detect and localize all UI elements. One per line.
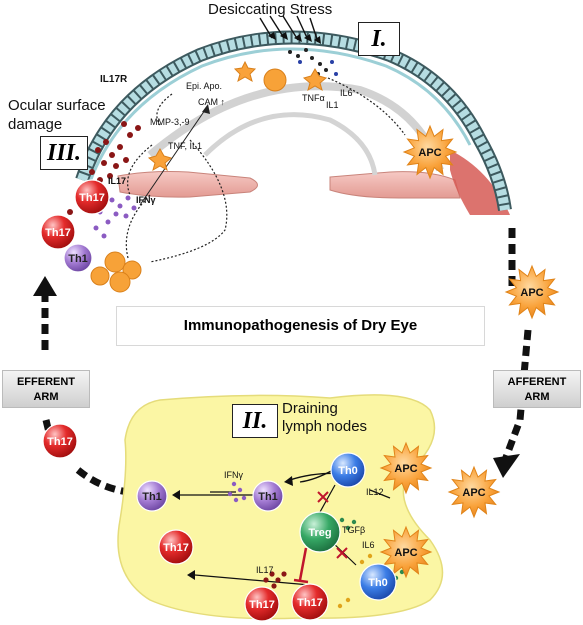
- th1-label: Th1: [258, 491, 278, 503]
- th17-label: Th17: [249, 599, 275, 611]
- th17-eye-1: Th17: [74, 179, 110, 215]
- tnfa-label: TNFα: [302, 93, 325, 103]
- apc-label: APC: [418, 147, 441, 159]
- muscle-tissue: [450, 150, 510, 215]
- il17-dots-node: [263, 571, 287, 589]
- apc-node-top: APC: [379, 441, 433, 495]
- damage-label: Ocular surface damage: [8, 97, 106, 133]
- afferent-arm: AFFERENT ARM: [493, 370, 581, 408]
- th1-node-left: Th1: [136, 480, 168, 512]
- th17-node-left: Th17: [158, 529, 194, 565]
- afferent-path-bottom: [501, 329, 532, 462]
- th0-label: Th0: [368, 577, 388, 589]
- apc-label: APC: [394, 463, 417, 475]
- th17-label: Th17: [163, 542, 189, 554]
- block-marks: [317, 491, 348, 559]
- ifng-label-eye: IFNγ: [136, 195, 156, 205]
- epi-apo-label: Epi. Apo.: [186, 81, 223, 91]
- efferent-arrowhead: [33, 276, 57, 296]
- right-lid: [329, 171, 461, 199]
- apc-node-bottom: APC: [379, 525, 433, 579]
- apc-label: APC: [394, 547, 417, 559]
- apc-cornea: APC: [402, 124, 458, 180]
- il6-dots: [337, 553, 373, 609]
- treg-inhibition: [293, 547, 309, 584]
- il6-label-eye: IL6: [340, 88, 353, 98]
- cam-arrowhead: [202, 104, 210, 114]
- small-apc-2: [302, 67, 328, 92]
- th1-label: Th1: [68, 253, 88, 265]
- th17-label: Th17: [297, 597, 323, 609]
- il17-label-eye: IL17: [108, 176, 127, 186]
- th0-node-bottom: Th0: [359, 563, 397, 601]
- small-apc-3: [147, 147, 173, 172]
- th17-label: Th17: [47, 436, 73, 448]
- tnf-il1-label: TNF, IL1: [168, 141, 203, 151]
- lens-curve: [147, 82, 444, 172]
- il12-label: IL12: [366, 487, 384, 497]
- afferent-arrowhead: [493, 454, 520, 478]
- th17-eye-2: Th17: [40, 214, 76, 250]
- apc-afferent: APC: [504, 264, 560, 320]
- node-arrowheads: [172, 476, 293, 580]
- blob-cells: [90, 68, 287, 293]
- cam-line: [139, 109, 206, 206]
- cam-label: CAM ↑: [198, 97, 225, 107]
- ifng-label-node: IFNγ: [224, 470, 243, 480]
- roman-one: I.: [358, 22, 400, 56]
- eye-signal-lines: [125, 77, 406, 263]
- cornea-epithelium: [77, 32, 510, 211]
- th17-label: Th17: [79, 192, 105, 204]
- apc-cells: APC APC APC APC APC: [379, 124, 560, 579]
- eye-small-cells: [147, 60, 328, 172]
- ifng-dots-node: [227, 481, 247, 503]
- roman-two: II.: [232, 404, 278, 438]
- th17-label: Th17: [45, 227, 71, 239]
- cornea-inner: [88, 47, 472, 183]
- ifng-dots-eye: [93, 195, 137, 239]
- th17-node-1: Th17: [244, 586, 280, 622]
- il1-label-eye: IL1: [326, 100, 339, 110]
- stress-label: Desiccating Stress: [208, 1, 333, 18]
- roman-three: III.: [40, 136, 88, 170]
- diagram-title: Immunopathogenesis of Dry Eye: [116, 306, 485, 346]
- il17r-label: IL17R: [100, 74, 128, 85]
- apc-arriving: APC: [447, 465, 501, 519]
- apc-label: APC: [520, 287, 543, 299]
- th1-node: Th1: [252, 480, 284, 512]
- th17-node-2: Th17: [291, 583, 329, 621]
- treg-node: Treg: [299, 511, 341, 553]
- mmp-label: MMP-3,-9: [150, 117, 190, 127]
- nodes-label: Draining lymph nodes: [282, 400, 368, 435]
- upper-left-lid: [117, 171, 258, 198]
- th0-node-top: Th0: [330, 452, 366, 488]
- apc-label: APC: [462, 487, 485, 499]
- th1-label: Th1: [142, 491, 162, 503]
- efferent-arm: EFFERENT ARM: [2, 370, 90, 408]
- small-apc-1: [233, 60, 257, 83]
- stress-arrowheads: [268, 32, 321, 44]
- iris-curve: [203, 112, 378, 176]
- il6-label-node: IL6: [362, 540, 375, 550]
- blue-particles: [298, 60, 338, 76]
- tgfb-label: TGFβ: [342, 525, 366, 535]
- il17-label-node: IL17: [256, 565, 274, 575]
- th0-label: Th0: [338, 465, 358, 477]
- th1-eye: Th1: [63, 243, 93, 273]
- treg-label: Treg: [308, 527, 331, 539]
- th17-efferent: Th17: [42, 423, 78, 459]
